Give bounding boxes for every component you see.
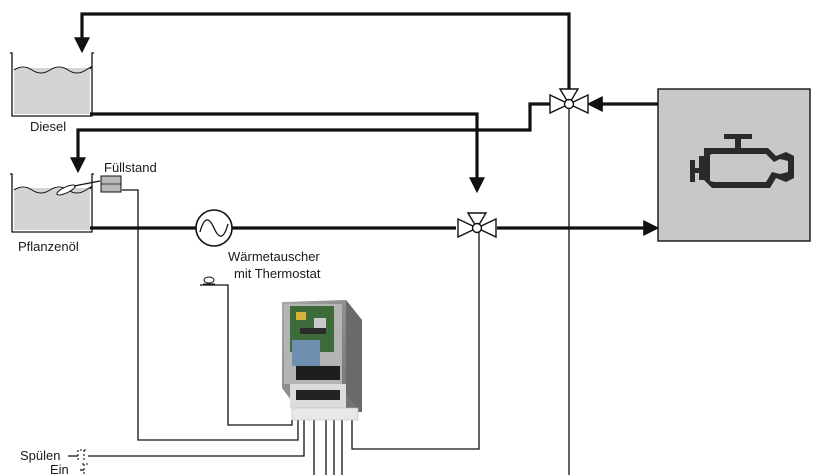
control-unit-output-lines — [313, 420, 343, 475]
diesel-tank — [10, 52, 94, 117]
thermostat — [203, 276, 215, 285]
level-sensor — [100, 175, 122, 193]
engine — [657, 88, 811, 242]
switch-icon — [77, 449, 86, 462]
valve-top — [549, 88, 589, 115]
control-unit — [282, 300, 362, 421]
pflanzenoel-tank — [10, 173, 101, 233]
thermostat-line — [200, 284, 293, 426]
waermetauscher-label: Wärmetauscher — [228, 249, 320, 264]
valve-bottom-control-line — [351, 232, 480, 450]
fuellstand-label: Füllstand — [104, 160, 157, 175]
thermostat-label: mit Thermostat — [234, 266, 321, 281]
level-sensor-line — [122, 189, 299, 441]
spuelen-label: Spülen — [20, 448, 60, 463]
heat-exchanger — [195, 209, 233, 247]
spuelen-switch — [77, 449, 86, 462]
valve-bottom — [457, 212, 497, 239]
diesel-supply-line — [90, 112, 485, 194]
switch-icon — [82, 463, 88, 475]
pflanzenoel-label: Pflanzenöl — [18, 239, 79, 254]
return-line-to-diesel — [74, 12, 571, 95]
spuelen-switch-line — [68, 420, 305, 457]
engine-icon — [690, 134, 794, 188]
ein-switch — [82, 463, 88, 475]
diesel-label: Diesel — [30, 119, 66, 134]
return-line-to-pflanzenoel — [70, 102, 555, 174]
sine-wave-icon — [199, 219, 229, 237]
ein-label: Ein — [50, 462, 69, 475]
